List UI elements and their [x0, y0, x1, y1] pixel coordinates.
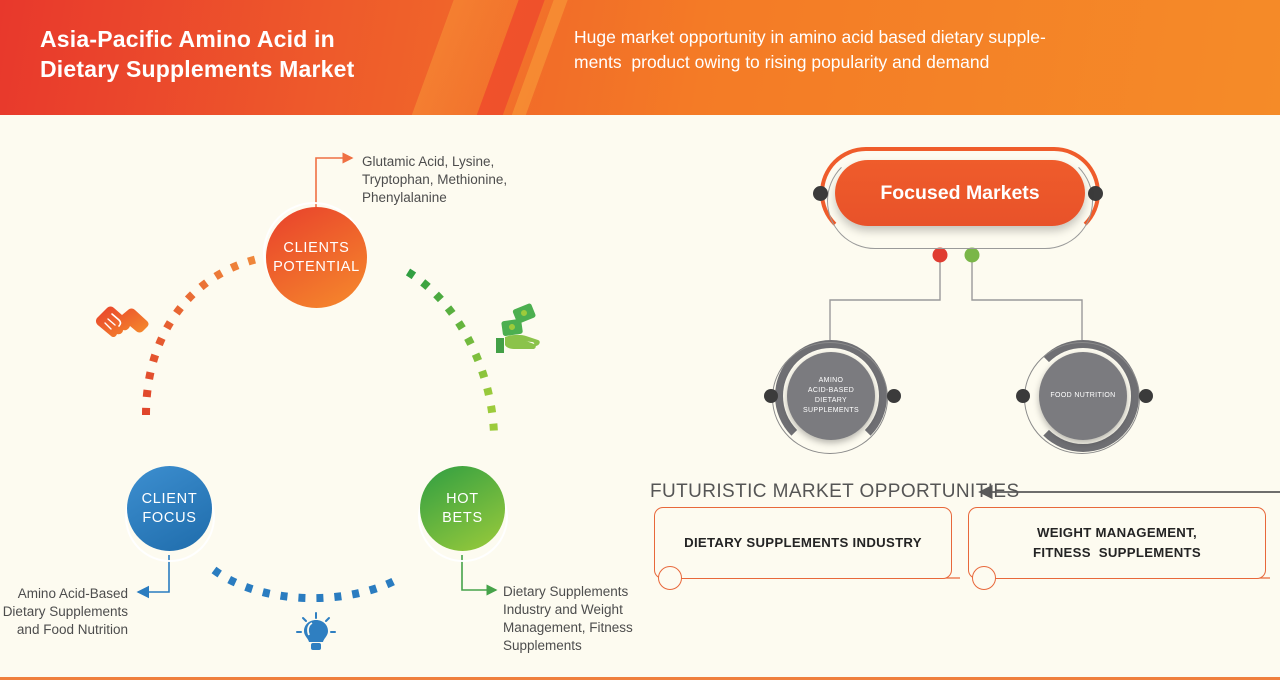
money-in-hand-icon [496, 303, 540, 353]
market-circle-food[interactable]: FOOD NUTRITION [1024, 340, 1140, 454]
focused-markets-thin-ring [827, 153, 1093, 249]
connector-market-amino [829, 262, 941, 340]
node-clients-potential[interactable]: CLIENTS POTENTIAL [266, 207, 367, 308]
opportunity-box-1[interactable]: DIETARY SUPPLEMENTS INDUSTRY [654, 507, 952, 579]
node-client-focus[interactable]: CLIENT FOCUS [127, 466, 212, 551]
opportunity-box-2[interactable]: WEIGHT MANAGEMENT,FITNESS SUPPLEMENTS [968, 507, 1266, 579]
header-subtitle: Huge market opportunity in amino acid ba… [574, 27, 1046, 72]
market-core-food: FOOD NUTRITION [1039, 352, 1127, 440]
node-label-hot-bets: HOT BETS [442, 490, 483, 526]
node-label-clients-potential: CLIENTS POTENTIAL [273, 239, 360, 275]
note-client-focus: Amino Acid-Based Dietary Supplements and… [2, 586, 128, 637]
arc-orange-dotted [142, 254, 263, 416]
arc-blue-dotted [211, 566, 402, 603]
opportunity-ring-2 [972, 566, 996, 590]
opportunity-label-2: WEIGHT MANAGEMENT,FITNESS SUPPLEMENTS [1033, 525, 1201, 560]
note-hot-bets: Dietary Supplements Industry and Weight … [503, 584, 633, 653]
node-hot-bets[interactable]: HOT BETS [420, 466, 505, 551]
market-dot-amino-left [764, 389, 778, 403]
market-dot-food-left [1016, 389, 1030, 403]
focused-markets-pill[interactable]: Focused Markets [835, 160, 1085, 226]
market-dot-food [964, 247, 980, 263]
lightbulb-icon [296, 612, 336, 650]
opportunity-label-1: DIETARY SUPPLEMENTS INDUSTRY [684, 535, 922, 551]
focused-markets-dot-left [813, 186, 828, 201]
connector-market-food [971, 262, 1083, 340]
arc-green-dotted [405, 268, 498, 435]
market-label-food: FOOD NUTRITION [1050, 392, 1116, 400]
opportunity-ring-1 [658, 566, 682, 590]
futuristic-opportunities-title: FUTURISTIC MARKET OPPORTUNITIES [650, 481, 1020, 502]
market-dot-amino [932, 247, 948, 263]
focused-markets-label: Focused Markets [880, 181, 1040, 204]
node-label-client-focus: CLIENT FOCUS [141, 490, 198, 526]
market-dot-amino-right [887, 389, 901, 403]
market-dot-food-right [1139, 389, 1153, 403]
note-clients-potential: Glutamic Acid, Lysine, Tryptophan, Methi… [362, 154, 508, 205]
handshake-icon [95, 306, 149, 338]
focused-markets-dot-right [1088, 186, 1103, 201]
